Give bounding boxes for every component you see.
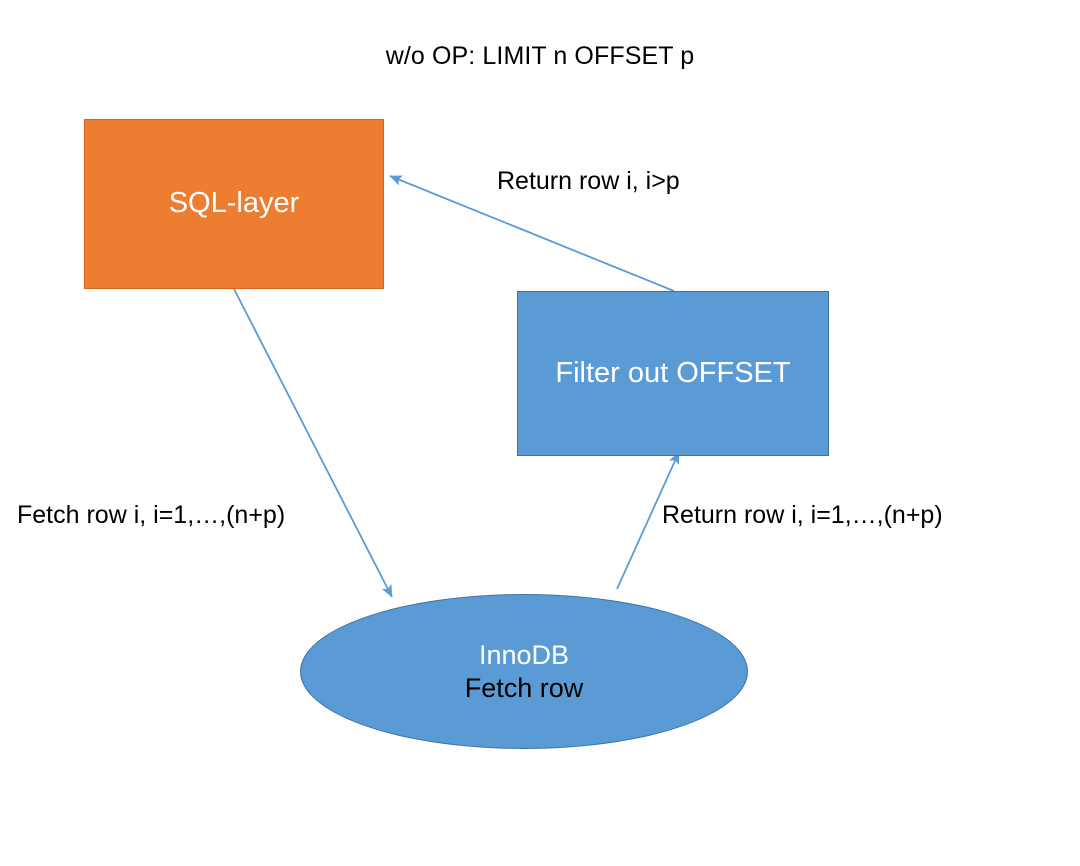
- node-filter-out-offset-label: Filter out OFFSET: [555, 356, 791, 389]
- edge-label-filter-to-sql: Return row i, i>p: [497, 167, 680, 195]
- node-filter-out-offset[interactable]: Filter out OFFSET: [517, 291, 829, 456]
- node-sql-layer[interactable]: SQL-layer: [84, 119, 384, 289]
- edge-sql-to-innodb-arrow: [233, 288, 393, 598]
- diagram-title: w/o OP: LIMIT n OFFSET p: [385, 42, 695, 70]
- edge-label-sql-to-innodb: Fetch row i, i=1,…,(n+p): [17, 501, 286, 529]
- node-innodb-label-secondary: Fetch row: [464, 672, 584, 703]
- node-innodb-label-primary: InnoDB: [478, 639, 570, 670]
- edge-label-innodb-to-filter: Return row i, i=1,…,(n+p): [662, 501, 943, 529]
- node-sql-layer-label: SQL-layer: [168, 187, 300, 220]
- node-innodb[interactable]: InnoDB Fetch row: [300, 594, 748, 749]
